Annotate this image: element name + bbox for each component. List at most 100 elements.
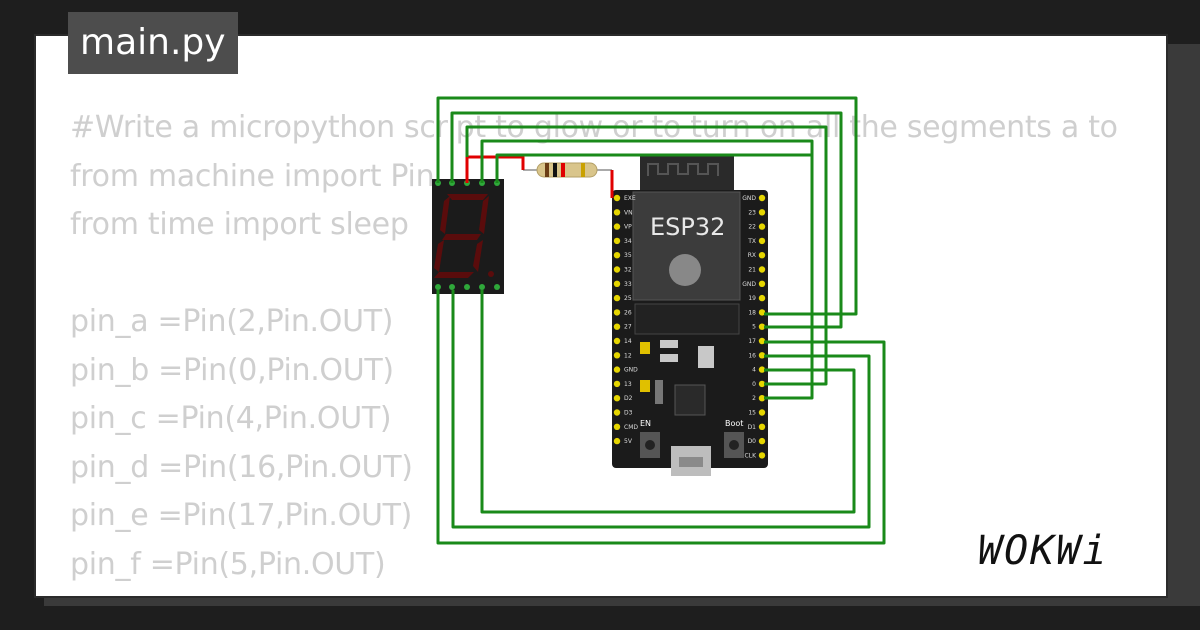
pin-label: 5V — [624, 438, 633, 445]
pin-label: 34 — [624, 238, 632, 245]
segment-a — [447, 194, 488, 200]
code-line: pin_e =Pin(17,Pin.OUT) — [70, 498, 413, 533]
display-pin[interactable] — [494, 284, 500, 290]
code-line: from machine import Pin — [70, 158, 435, 194]
pin-label: D1 — [748, 424, 757, 431]
pin-label: 0 — [752, 381, 756, 388]
board-pin[interactable] — [758, 437, 766, 445]
boot-label: Boot — [725, 419, 743, 428]
wire-green-4 — [480, 290, 856, 514]
pin-label: 26 — [624, 309, 632, 316]
board-pin[interactable] — [758, 252, 766, 259]
wire-green-0 — [480, 139, 814, 400]
board-pin[interactable] — [613, 237, 621, 245]
board-pin[interactable] — [758, 266, 766, 273]
pin-label: 18 — [748, 309, 756, 316]
code-line: pin_d =Pin(16,Pin.OUT) — [70, 449, 413, 485]
board-pin[interactable] — [758, 237, 766, 245]
segment-d — [434, 272, 474, 278]
pin-label: 14 — [624, 338, 632, 345]
segment-e — [434, 240, 444, 272]
wokwi-logo: WOKWi — [978, 528, 1109, 574]
pin-label: CLK — [745, 452, 758, 459]
display-pin[interactable] — [479, 284, 485, 290]
pin-label: 27 — [624, 324, 632, 331]
pin-label: 17 — [748, 338, 756, 345]
wire-green-17 — [436, 290, 886, 545]
board-pin[interactable] — [758, 280, 766, 287]
board-pin[interactable] — [613, 294, 621, 302]
pin-label: 35 — [624, 252, 632, 259]
board-pin[interactable] — [613, 352, 621, 359]
wire-green-16 — [451, 290, 871, 529]
board-pin[interactable] — [758, 423, 766, 430]
board-pin[interactable] — [758, 223, 766, 230]
code-line: pin_f =Pin(5,Pin.OUT) — [70, 546, 386, 582]
board-pin[interactable] — [758, 352, 766, 359]
code-editor[interactable]: #Write a micropython script to glow or t… — [70, 104, 1118, 596]
board-pin[interactable] — [758, 337, 766, 345]
pin-label: TX — [747, 238, 756, 245]
pin-label: 19 — [748, 295, 756, 302]
board-pin[interactable] — [758, 395, 766, 402]
board-pin[interactable] — [758, 194, 766, 202]
espressif-logo-icon — [669, 254, 701, 286]
pin-label: 15 — [748, 410, 756, 417]
segment-f — [440, 196, 450, 234]
display-pin[interactable] — [435, 284, 441, 290]
code-line: pin_a =Pin(2,Pin.OUT) — [70, 304, 394, 339]
pin-label: 25 — [624, 295, 632, 302]
code-line: pin_g =Pin(18,Pin.OUT) — [70, 589, 1118, 596]
board-pin[interactable] — [613, 252, 621, 259]
pin-label: D0 — [748, 438, 757, 445]
pin-label: 23 — [748, 209, 756, 216]
pin-label: 12 — [624, 352, 632, 359]
board-pin[interactable] — [613, 323, 621, 330]
board-pin[interactable] — [758, 323, 766, 330]
pin-label: 22 — [748, 224, 756, 231]
code-line: pin_b =Pin(0,Pin.OUT) — [70, 352, 394, 388]
board-pin[interactable] — [613, 380, 621, 388]
board-pin[interactable] — [758, 309, 766, 316]
board-pin[interactable] — [613, 194, 621, 202]
board-pin[interactable] — [758, 409, 766, 416]
board-pin[interactable] — [613, 423, 621, 430]
board-pin[interactable] — [613, 395, 621, 402]
board-pin[interactable] — [758, 366, 766, 373]
code-line: from time import sleep — [70, 207, 409, 242]
pin-label: GND — [742, 281, 756, 288]
board-pin[interactable] — [758, 380, 766, 388]
board-pin[interactable] — [613, 337, 621, 345]
file-tab[interactable]: main.py — [68, 12, 238, 74]
board-pin[interactable] — [758, 209, 766, 216]
esp32-board[interactable]: ESP32 EN Boot EXEVNVP343532332526271412G… — [612, 156, 768, 476]
board-pin[interactable] — [613, 280, 621, 287]
display-pin[interactable] — [464, 284, 470, 290]
resistor[interactable] — [523, 162, 612, 178]
pin-label: VP — [624, 224, 632, 231]
wire-green-pin2 — [465, 125, 828, 386]
en-label: EN — [640, 419, 651, 428]
pin-label: VN — [624, 209, 633, 216]
wire-green-5 — [450, 111, 843, 329]
seven-segment-display[interactable] — [432, 179, 504, 294]
board-pin[interactable] — [613, 223, 621, 230]
board-pin[interactable] — [613, 366, 621, 373]
wires — [436, 96, 886, 545]
pin-label: 33 — [624, 281, 632, 288]
board-pin[interactable] — [613, 309, 621, 316]
board-pin[interactable] — [613, 437, 621, 445]
board-pin[interactable] — [758, 452, 766, 459]
pin-label: 16 — [748, 352, 756, 359]
display-pin[interactable] — [449, 284, 455, 290]
board-pin[interactable] — [613, 409, 621, 416]
wire-green-2 — [495, 153, 812, 183]
segment-dp — [488, 271, 494, 277]
pin-label: 2 — [752, 395, 756, 402]
board-pin[interactable] — [613, 266, 621, 273]
board-pin[interactable] — [758, 294, 766, 302]
segment-g — [442, 234, 481, 240]
board-pin[interactable] — [613, 209, 621, 216]
board-pins: EXEVNVP343532332526271412GND13D2D3CMD5VG… — [613, 194, 766, 459]
